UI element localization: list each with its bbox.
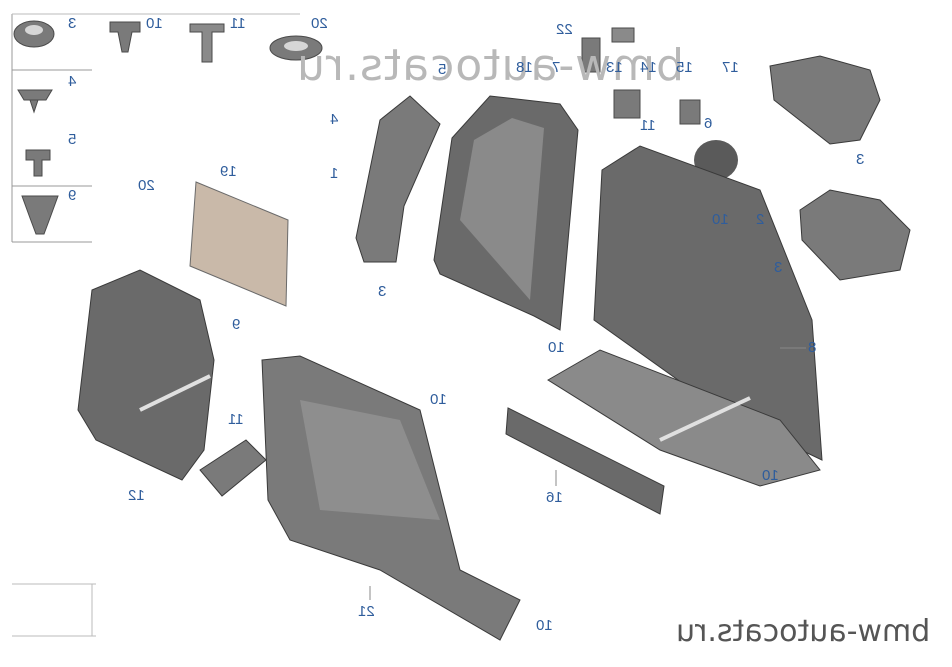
callout-22: 22	[556, 21, 573, 38]
fasteners-group	[11, 13, 323, 243]
floor-panel-part-10	[547, 349, 821, 487]
leader-lines	[369, 347, 806, 600]
callout-15: 15	[676, 59, 693, 76]
rivet-part-10	[109, 21, 141, 53]
callout-7: 7	[552, 59, 561, 76]
callout-20: 20	[138, 177, 155, 194]
callout-3: 3	[774, 259, 783, 276]
callout-16: 16	[546, 489, 563, 506]
strip-part-16	[505, 407, 665, 515]
callout-10: 10	[712, 211, 729, 228]
callout-21: 21	[358, 603, 375, 620]
callout-9: 9	[232, 316, 241, 333]
callout-2: 2	[756, 211, 765, 228]
callout-10: 10	[536, 617, 553, 634]
callout-5: 5	[438, 61, 447, 78]
callout-9: 9	[68, 187, 77, 204]
bottom-left-marks	[12, 583, 96, 637]
pin-part-11	[189, 23, 225, 63]
pad-part-19	[189, 181, 289, 307]
callout-10: 10	[430, 391, 447, 408]
cover-part-17	[769, 55, 881, 145]
callout-11: 11	[640, 117, 656, 134]
callout-18: 18	[516, 59, 533, 76]
callout-10: 10	[548, 339, 565, 356]
callout-8: 8	[808, 339, 817, 356]
callout-12: 12	[128, 487, 145, 504]
callout-20: 20	[311, 15, 328, 32]
callout-11: 11	[230, 15, 246, 32]
seat-back-part-12	[77, 269, 215, 481]
clip-part-4	[17, 89, 53, 114]
callout-17: 17	[722, 59, 739, 76]
small-parts-cluster	[581, 27, 738, 180]
callout-10: 10	[762, 467, 779, 484]
callout-10: 10	[146, 15, 163, 32]
callout-3: 3	[856, 151, 865, 168]
callout-1: 1	[330, 165, 339, 182]
callout-14: 14	[640, 59, 657, 76]
screw-part-5	[25, 149, 51, 177]
cover-part-3-right	[799, 189, 911, 281]
watermark-top: bmw-autocats.ru	[296, 40, 684, 91]
callout-3: 3	[68, 15, 77, 32]
bracket-part-12	[199, 439, 267, 497]
clip-part-9	[21, 195, 59, 235]
callout-3: 3	[378, 283, 387, 300]
callout-5: 5	[68, 131, 77, 148]
watermark-bottom: bmw-autocats.ru	[676, 614, 931, 649]
callout-4: 4	[68, 73, 77, 90]
side-trim-part-1	[355, 95, 441, 263]
callout-19: 19	[220, 163, 237, 180]
callout-13: 13	[606, 59, 623, 76]
callout-4: 4	[330, 111, 339, 128]
callout-11: 11	[228, 411, 244, 428]
callout-6: 6	[704, 115, 713, 132]
